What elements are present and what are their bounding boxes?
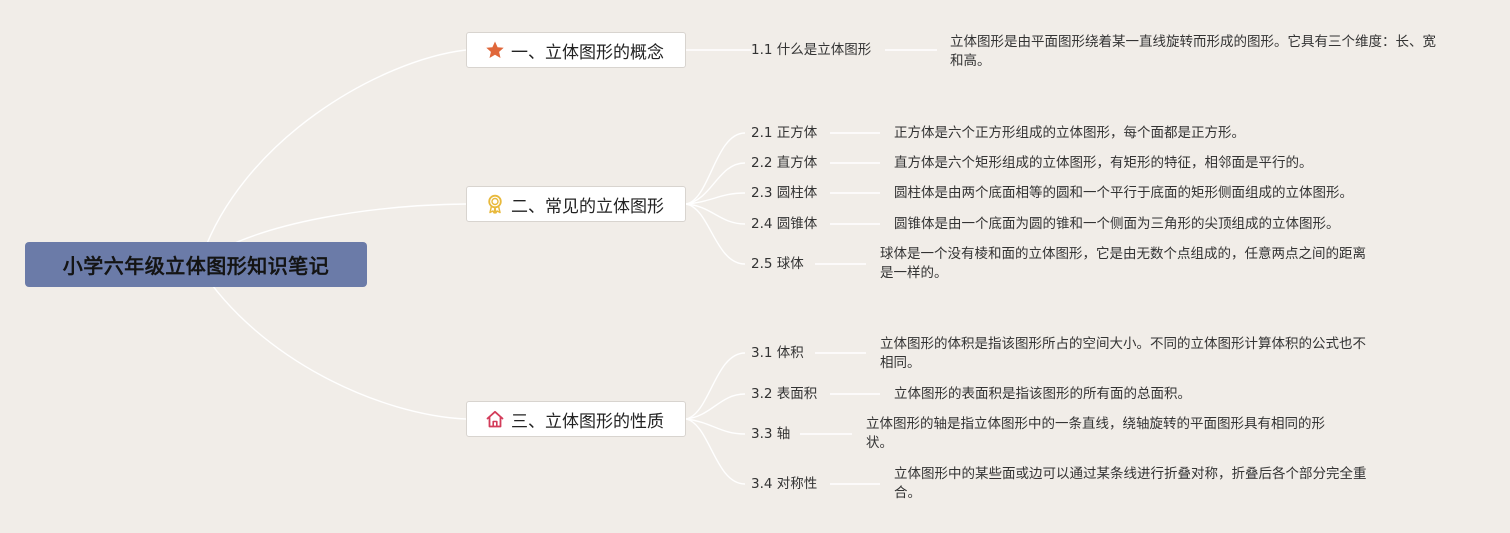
subtopic-3-4-desc[interactable]: 立体图形中的某些面或边可以通过某条线进行折叠对称，折叠后各个部分完全重合。 xyxy=(894,466,1367,501)
subtopic-1-1[interactable]: 1.1 什么是立体图形 xyxy=(751,42,872,58)
connector-b3-item1 xyxy=(685,352,746,420)
subtopic-2-4[interactable]: 2.4 圆锥体 xyxy=(751,216,818,232)
connector-b2-item5 xyxy=(685,203,746,265)
house-icon xyxy=(485,409,505,429)
subtopic-3-4[interactable]: 3.4 对称性 xyxy=(751,476,818,492)
subtopic-3-3[interactable]: 3.3 轴 xyxy=(751,426,791,442)
ribbon-icon xyxy=(485,194,505,214)
star-icon xyxy=(485,40,505,60)
root-topic[interactable]: 小学六年级立体图形知识笔记 xyxy=(25,242,367,287)
subtopic-2-4-desc[interactable]: 圆锥体是由一个底面为圆的锥和一个侧面为三角形的尖顶组成的立体图形。 xyxy=(894,216,1340,232)
subtopic-3-1-desc[interactable]: 立体图形的体积是指该图形所占的空间大小。不同的立体图形计算体积的公式也不相同。 xyxy=(880,336,1366,371)
connector-b2-item4 xyxy=(685,203,746,225)
subtopic-2-1[interactable]: 2.1 正方体 xyxy=(751,125,818,141)
subtopic-2-2[interactable]: 2.2 直方体 xyxy=(751,155,818,171)
connector-root-branch-3 xyxy=(199,267,467,420)
connector-b3-item2 xyxy=(685,393,746,420)
connector-b2-item1 xyxy=(685,132,746,205)
branch-label: 一、立体图形的概念 xyxy=(511,42,664,63)
branch-topic-properties[interactable]: 三、立体图形的性质 xyxy=(466,401,686,437)
branch-topic-concept[interactable]: 一、立体图形的概念 xyxy=(466,32,686,68)
subtopic-2-1-desc[interactable]: 正方体是六个正方形组成的立体图形，每个面都是正方形。 xyxy=(894,125,1245,141)
subtopic-2-5[interactable]: 2.5 球体 xyxy=(751,256,804,272)
subtopic-3-2-desc[interactable]: 立体图形的表面积是指该图形的所有面的总面积。 xyxy=(894,386,1191,402)
connector-root-branch-1 xyxy=(199,49,467,263)
branch-label: 二、常见的立体图形 xyxy=(511,196,664,217)
connector-b3-item3 xyxy=(685,418,746,435)
subtopic-3-3-desc[interactable]: 立体图形的轴是指立体图形中的一条直线，绕轴旋转的平面图形具有相同的形状。 xyxy=(866,416,1325,451)
connector-b2-item2 xyxy=(685,162,746,205)
subtopic-1-1-desc[interactable]: 立体图形是由平面图形绕着某一直线旋转而形成的图形。它具有三个维度：长、宽和高。 xyxy=(950,34,1436,69)
subtopic-3-1[interactable]: 3.1 体积 xyxy=(751,345,804,361)
subtopic-2-2-desc[interactable]: 直方体是六个矩形组成的立体图形，有矩形的特征，相邻面是平行的。 xyxy=(894,155,1313,171)
subtopic-2-3-desc[interactable]: 圆柱体是由两个底面相等的圆和一个平行于底面的矩形侧面组成的立体图形。 xyxy=(894,185,1353,201)
branch-topic-common-shapes[interactable]: 二、常见的立体图形 xyxy=(466,186,686,222)
branch-label: 三、立体图形的性质 xyxy=(511,411,664,432)
subtopic-3-2[interactable]: 3.2 表面积 xyxy=(751,386,818,402)
root-title: 小学六年级立体图形知识笔记 xyxy=(62,254,330,278)
connector-b2-item3 xyxy=(685,192,746,205)
subtopic-2-3[interactable]: 2.3 圆柱体 xyxy=(751,185,818,201)
connector-b3-item4 xyxy=(685,418,746,485)
subtopic-2-5-desc[interactable]: 球体是一个没有棱和面的立体图形，它是由无数个点组成的，任意两点之间的距离是一样的… xyxy=(880,246,1366,281)
